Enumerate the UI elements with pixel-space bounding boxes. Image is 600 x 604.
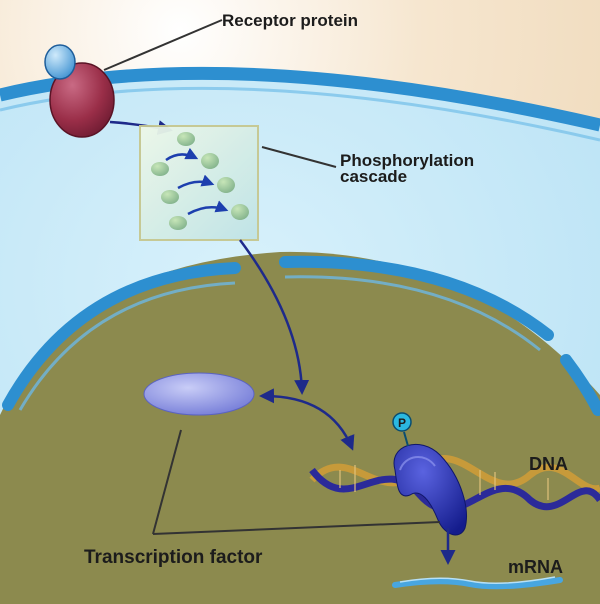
mrna-label: mRNA [508, 557, 563, 577]
cascade-leader-line [261, 146, 337, 168]
receptor-ligand-cap [44, 44, 76, 80]
transcription-factor-active [393, 443, 467, 536]
cascade-label-line2: cascade [340, 167, 407, 186]
phosphate-label: P [398, 416, 406, 430]
cascade-label-line1: Phosphorylation [340, 151, 474, 170]
receptor-leader-line [103, 19, 223, 71]
phosphorylation-cascade-box [139, 125, 259, 241]
transcription-factor-label: Transcription factor [84, 547, 263, 568]
tf-activation-arrow [259, 388, 355, 451]
receptor-label: Receptor protein [222, 11, 358, 30]
cascade-to-nucleus-arrow [238, 239, 310, 395]
receptor-protein [44, 44, 115, 138]
phosphate-group: P [392, 412, 412, 432]
transcription-factor-inactive [143, 372, 255, 416]
nuclear-envelope-far-right [560, 354, 600, 416]
mrna-strand [392, 577, 563, 590]
nuclear-envelope-right [279, 255, 554, 341]
dna-label: DNA [529, 454, 568, 474]
nuclear-envelope-left [2, 262, 241, 411]
tf-leader-line-left [152, 429, 182, 535]
tf-leader-line-right [152, 521, 441, 535]
